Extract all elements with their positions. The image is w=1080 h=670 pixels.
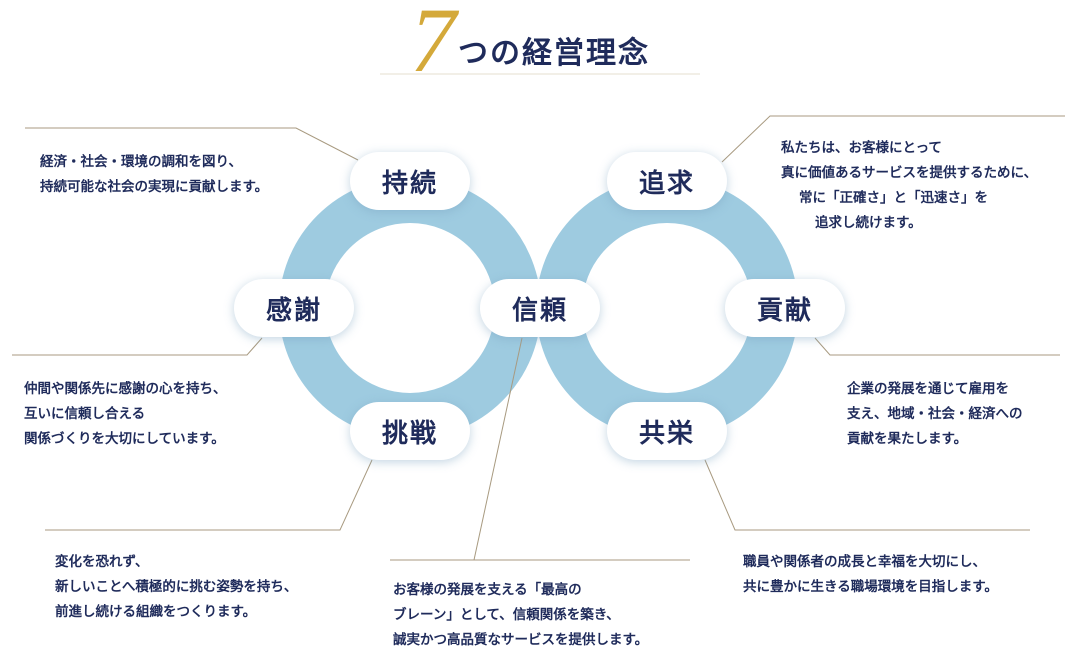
desc-line: 経済・社会・環境の調和を図り、	[40, 154, 242, 170]
desc-kansha: 仲間や関係先に感謝の心を持ち、 互いに信頼し合える 関係づくりを大切にしています…	[24, 377, 227, 452]
pill-koken: 貢献	[725, 279, 845, 337]
desc-koken: 企業の発展を通じて雇用を 支え、地域・社会・経済への 貢献を果たします。	[847, 377, 1023, 452]
desc-line: 誠実かつ高品質なサービスを提供します。	[393, 632, 649, 648]
title-number: 7	[410, 0, 456, 91]
pill-jizoku: 持続	[350, 152, 470, 210]
pill-tsuikyu: 追求	[607, 152, 727, 210]
page-title: つの経営理念	[458, 36, 650, 71]
desc-line: 真に価値あるサービスを提供するために、	[781, 165, 1038, 181]
desc-shinrai: お客様の発展を支える「最高の ブレーン」として、信頼関係を築き、 誠実かつ高品質…	[393, 578, 648, 653]
connector-shinrai	[473, 337, 523, 561]
desc-line: ブレーン」として、信頼関係を築き、	[393, 607, 620, 623]
desc-line: 常に「正確さ」と「迅速さ」を	[799, 190, 988, 206]
desc-line: お客様の発展を支える「最高の	[393, 582, 582, 598]
desc-kyoei: 職員や関係者の成長と幸福を大切にし、 共に豊かに生きる職場環境を目指します。	[743, 550, 998, 600]
connector-jizoku	[25, 127, 359, 161]
connector-chosen	[45, 459, 373, 531]
desc-line: 企業の発展を通じて雇用を	[847, 381, 1009, 397]
desc-tsuikyu: 私たちは、お客様にとって 真に価値あるサービスを提供するために、 常に「正確さ」…	[781, 136, 1037, 236]
pill-kyoei: 共栄	[607, 402, 727, 460]
desc-line: 変化を恐れず、	[55, 554, 149, 570]
desc-chosen: 変化を恐れず、 新しいことへ積極的に挑む姿勢を持ち、 前進し続ける組織をつくりま…	[55, 550, 297, 625]
desc-line: 関係づくりを大切にしています。	[24, 431, 225, 447]
desc-line: 前進し続ける組織をつくります。	[55, 604, 257, 620]
connector-tsuikyu	[721, 115, 1065, 163]
pill-shinrai: 信頼	[480, 279, 600, 337]
connector-koken	[814, 337, 1060, 356]
desc-line: 追求し続けます。	[815, 215, 922, 231]
desc-line: 職員や関係者の成長と幸福を大切にし、	[743, 554, 986, 570]
desc-line: 共に豊かに生きる職場環境を目指します。	[743, 579, 998, 595]
desc-jizoku: 経済・社会・環境の調和を図り、 持続可能な社会の実現に貢献します。	[40, 150, 268, 200]
pill-kansha: 感謝	[234, 279, 354, 337]
pill-chosen: 挑戦	[350, 402, 470, 460]
connector-kyoei	[704, 459, 1030, 531]
desc-line: 支え、地域・社会・経済への	[847, 406, 1023, 422]
desc-line: 新しいことへ積極的に挑む姿勢を持ち、	[55, 579, 298, 595]
desc-line: 貢献を果たします。	[847, 431, 968, 447]
desc-line: 互いに信頼し合える	[24, 406, 146, 422]
desc-line: 仲間や関係先に感謝の心を持ち、	[24, 381, 227, 397]
desc-line: 持続可能な社会の実現に貢献します。	[40, 179, 269, 195]
connector-kansha	[12, 337, 263, 356]
desc-line: 私たちは、お客様にとって	[781, 140, 942, 156]
